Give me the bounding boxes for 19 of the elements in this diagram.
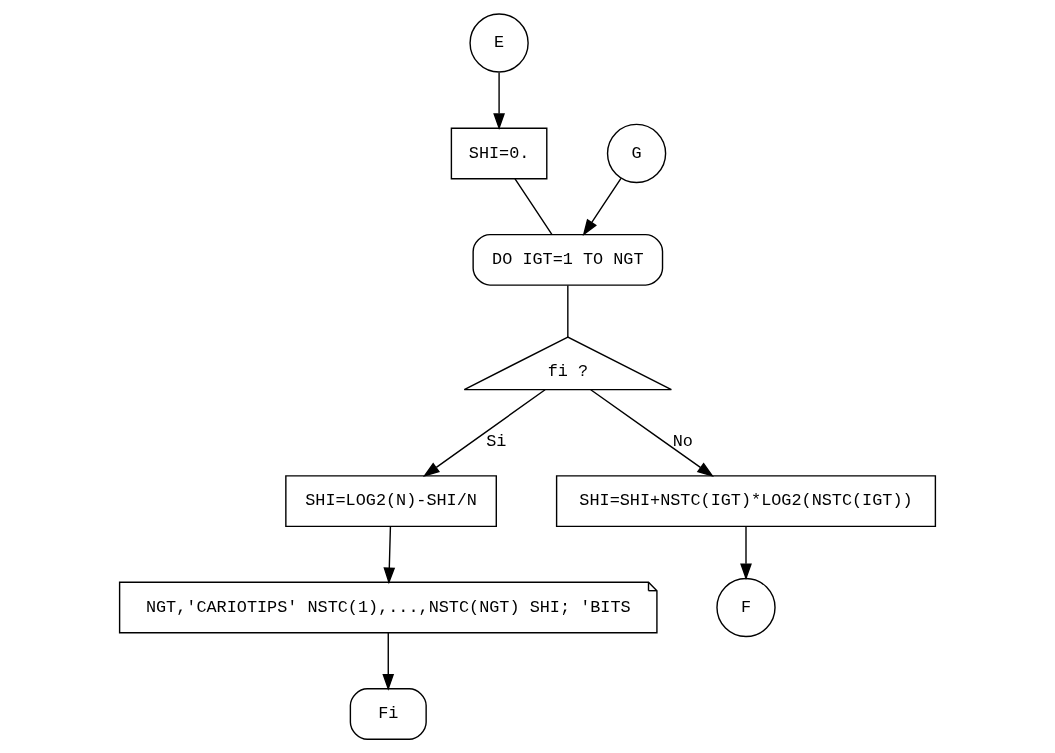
node-circle: F	[716, 577, 776, 638]
arrow	[493, 72, 505, 131]
node-box: DO IGT=1 TO NGT	[472, 233, 664, 286]
arrow	[383, 525, 396, 585]
node-box: Fi	[349, 688, 427, 740]
arrow	[422, 389, 546, 478]
edge-label: No	[672, 431, 693, 451]
connector	[567, 284, 569, 338]
node-circle: E	[469, 13, 529, 73]
node-circle: G	[606, 123, 667, 184]
arrow	[740, 525, 752, 581]
connector	[514, 178, 553, 236]
node-box: SHI=LOG2(N)-SHI/N	[285, 475, 497, 528]
arrow	[382, 632, 395, 691]
node-box: SHI=SHI+NSTC(IGT)*LOG2(NSTC(IGT))	[555, 475, 937, 528]
arrow	[582, 177, 622, 237]
arrow	[590, 389, 714, 478]
edge-label: Si	[486, 431, 507, 451]
node-box: SHI=0.	[450, 127, 548, 180]
